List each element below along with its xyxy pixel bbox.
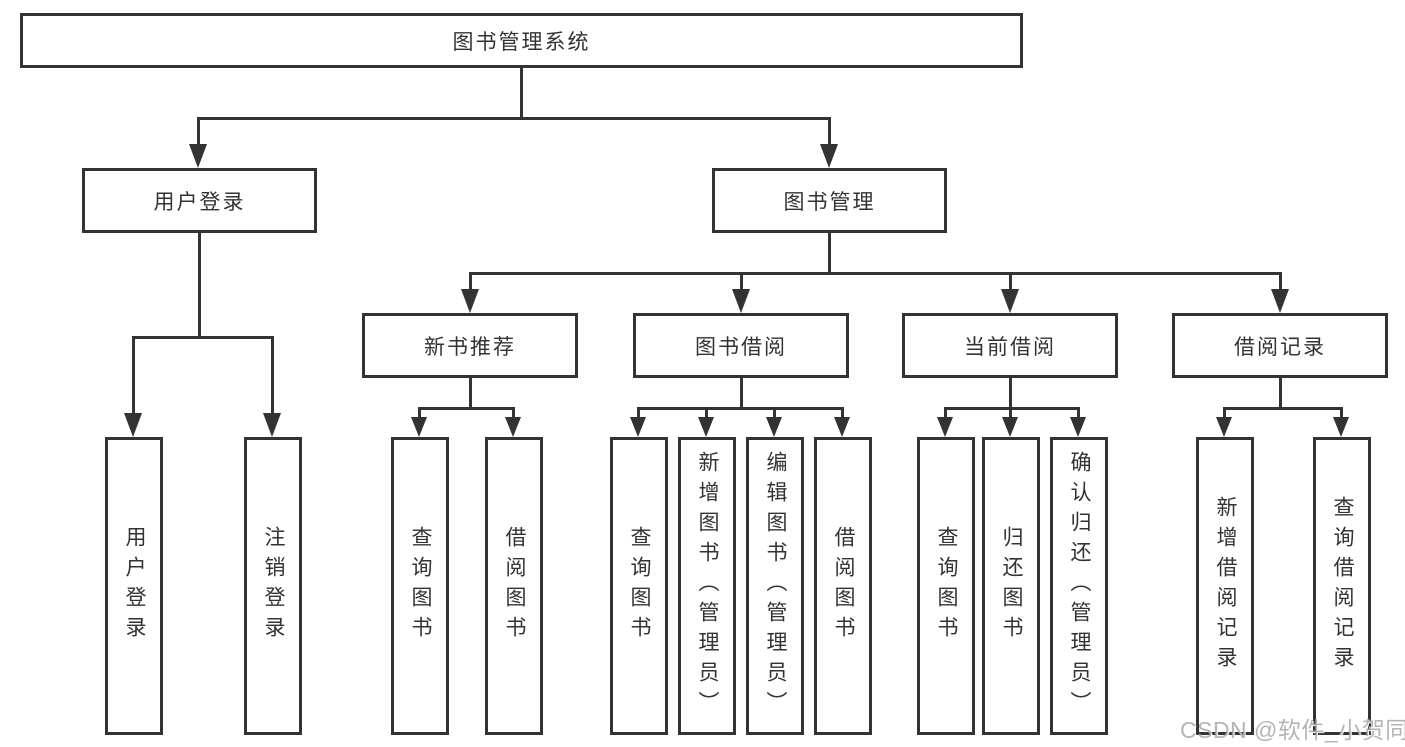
connector-line: [740, 377, 743, 409]
connector-line: [132, 336, 135, 416]
connector-line: [1279, 272, 1282, 294]
connector-line: [637, 407, 640, 419]
connector-line: [1009, 272, 1012, 294]
watermark: CSDN @软件_小贺同学: [1180, 717, 1405, 743]
leaf-return-books: 归还图书: [982, 437, 1040, 735]
connector-line: [773, 407, 776, 419]
connector-arrowhead: [630, 417, 646, 437]
connector-arrowhead: [1070, 417, 1086, 437]
connector-line: [1009, 407, 1012, 419]
connector-line: [418, 407, 515, 410]
connector-line: [520, 66, 523, 120]
node-user-login: 用户登录: [82, 168, 317, 233]
node-new-book-recommendation: 新书推荐: [362, 313, 578, 378]
node-current-borrowing: 当前借阅: [902, 313, 1118, 378]
connector-arrowhead: [411, 417, 427, 437]
connector-line: [944, 407, 947, 419]
leaf-add-borrow-record: 新增借阅记录: [1196, 437, 1254, 735]
connector-arrowhead: [461, 289, 479, 313]
connector-line: [637, 407, 844, 410]
connector-arrowhead: [834, 417, 850, 437]
connector-arrowhead: [1002, 417, 1018, 437]
connector-line: [828, 117, 831, 147]
connector-line: [198, 232, 201, 338]
connector-arrowhead: [698, 417, 714, 437]
connector-arrowhead: [732, 289, 750, 313]
connector-line: [1223, 407, 1343, 410]
connector-line: [469, 272, 1282, 275]
node-book-borrowing: 图书借阅: [633, 313, 849, 378]
connector-line: [271, 336, 274, 416]
connector-line: [944, 407, 1080, 410]
leaf-user-login: 用户登录: [105, 437, 163, 735]
node-book-management: 图书管理: [712, 168, 947, 233]
connector-arrowhead: [766, 417, 782, 437]
connector-line: [1279, 377, 1282, 409]
leaf-confirm-return-admin: 确认归还（管理员）: [1050, 437, 1108, 735]
connector-arrowhead: [1001, 289, 1019, 313]
connector-line: [841, 407, 844, 419]
connector-arrowhead: [1333, 417, 1349, 437]
connector-arrowhead: [1216, 417, 1232, 437]
leaf-borrow-books-borrowing: 借阅图书: [814, 437, 872, 735]
connector-line: [1340, 407, 1343, 419]
leaf-edit-books-admin: 编辑图书（管理员）: [746, 437, 804, 735]
leaf-query-borrow-record: 查询借阅记录: [1313, 437, 1371, 735]
connector-arrowhead: [937, 417, 953, 437]
node-borrowing-records: 借阅记录: [1172, 313, 1388, 378]
connector-arrowhead: [1271, 289, 1289, 313]
connector-line: [132, 336, 274, 339]
node-library-system: 图书管理系统: [20, 13, 1023, 68]
connector-line: [1223, 407, 1226, 419]
connector-line: [197, 117, 831, 120]
leaf-borrow-books-recommend: 借阅图书: [485, 437, 543, 735]
connector-line: [512, 407, 515, 419]
connector-line: [740, 272, 743, 294]
connector-line: [828, 232, 831, 275]
leaf-query-books-borrowing: 查询图书: [610, 437, 668, 735]
leaf-query-books-recommend: 查询图书: [391, 437, 449, 735]
leaf-add-books-admin: 新增图书（管理员）: [678, 437, 736, 735]
connector-line: [705, 407, 708, 419]
connector-arrowhead: [189, 144, 207, 168]
leaf-query-books-current: 查询图书: [917, 437, 975, 735]
connector-line: [1077, 407, 1080, 419]
connector-arrowhead: [263, 413, 281, 437]
connector-arrowhead: [820, 144, 838, 168]
leaf-logout: 注销登录: [244, 437, 302, 735]
connector-arrowhead: [505, 417, 521, 437]
connector-line: [469, 272, 472, 294]
connector-arrowhead: [124, 413, 142, 437]
connector-line: [469, 377, 472, 409]
connector-line: [1009, 377, 1012, 409]
connector-line: [197, 117, 200, 147]
connector-line: [418, 407, 421, 419]
